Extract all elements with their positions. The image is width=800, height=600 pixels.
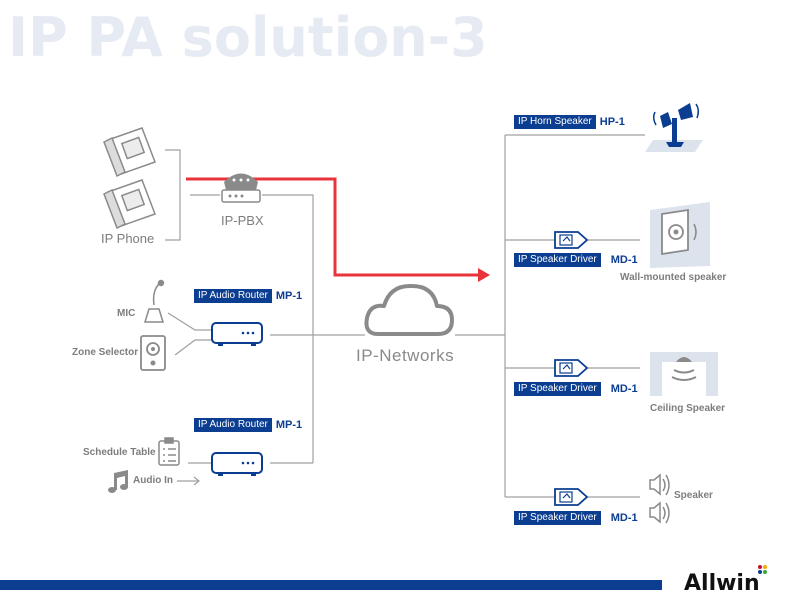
pbx-icon: [221, 173, 261, 203]
zone-selector-icon: [140, 335, 166, 371]
wall-speaker-label: Wall-mounted speaker: [620, 272, 727, 283]
pbx-trunk-line: [262, 194, 314, 463]
driver2-model: MD-1: [610, 383, 638, 395]
driver1-tag: IP Speaker Driver MD-1: [514, 253, 638, 267]
cloud-icon: [364, 283, 454, 336]
horn-speaker-icon: [645, 103, 703, 152]
speaker-driver-icon: [554, 231, 589, 249]
driver2-tag-label: IP Speaker Driver: [514, 382, 601, 396]
ip-pbx-label: IP-PBX: [221, 213, 264, 228]
driver1-tag-label: IP Speaker Driver: [514, 253, 601, 267]
driver1-model: MD-1: [610, 254, 638, 266]
music-note-icon: [108, 470, 128, 493]
footer-bar: [0, 580, 662, 590]
phone-icon: [103, 179, 156, 230]
router1-model: MP-1: [275, 290, 303, 302]
schedule-table-label: Schedule Table: [83, 447, 156, 458]
horn-model: HP-1: [599, 116, 625, 128]
speaker-label: Speaker: [674, 490, 713, 501]
router2-tag-label: IP Audio Router: [194, 418, 272, 432]
zone-selector-label: Zone Selector: [72, 347, 139, 358]
signal-path: [186, 177, 490, 282]
router2-model: MP-1: [275, 419, 303, 431]
ip-phone-label: IP Phone: [101, 231, 155, 246]
horn-tag: IP Horn Speaker HP-1: [514, 115, 625, 129]
schedule-icon: [158, 437, 180, 466]
router1-tag-label: IP Audio Router: [194, 289, 272, 303]
driver3-model: MD-1: [610, 512, 638, 524]
speaker-icon: [649, 501, 670, 524]
connection-lines: [165, 134, 645, 498]
router2-tag: IP Audio Router MP-1: [194, 418, 302, 432]
signal-arrow: [478, 268, 490, 282]
driver3-tag: IP Speaker Driver MD-1: [514, 511, 638, 525]
horn-tag-label: IP Horn Speaker: [514, 115, 596, 129]
phone-icon: [103, 127, 156, 178]
ceiling-speaker-label: Ceiling Speaker: [650, 403, 726, 414]
page-title: IP PA solution-3: [8, 6, 488, 69]
audio-router-icon: [211, 322, 263, 346]
zone-line: [174, 339, 212, 356]
phone-bracket-line: [165, 149, 181, 241]
driver2-tag: IP Speaker Driver MD-1: [514, 382, 638, 396]
audio-router-icon: [211, 452, 263, 476]
speaker-driver-icon: [554, 488, 589, 506]
wall-speaker-icon: [650, 202, 710, 268]
ceiling-speaker-icon: [650, 352, 718, 396]
mic-label: MIC: [117, 308, 136, 319]
microphone-icon: [143, 279, 165, 323]
svg-text:Allwin: Allwin: [684, 571, 760, 593]
speaker-icon: [649, 473, 670, 496]
audio-in-arrow: [193, 476, 200, 486]
audio-in-label: Audio In: [133, 475, 173, 486]
speaker-driver-icon: [554, 359, 589, 377]
network-label: IP-Networks: [356, 346, 455, 365]
driver3-tag-label: IP Speaker Driver: [514, 511, 601, 525]
mic-line: [167, 312, 212, 331]
brand-logo: Allwin: [684, 563, 774, 598]
router1-tag: IP Audio Router MP-1: [194, 289, 302, 303]
